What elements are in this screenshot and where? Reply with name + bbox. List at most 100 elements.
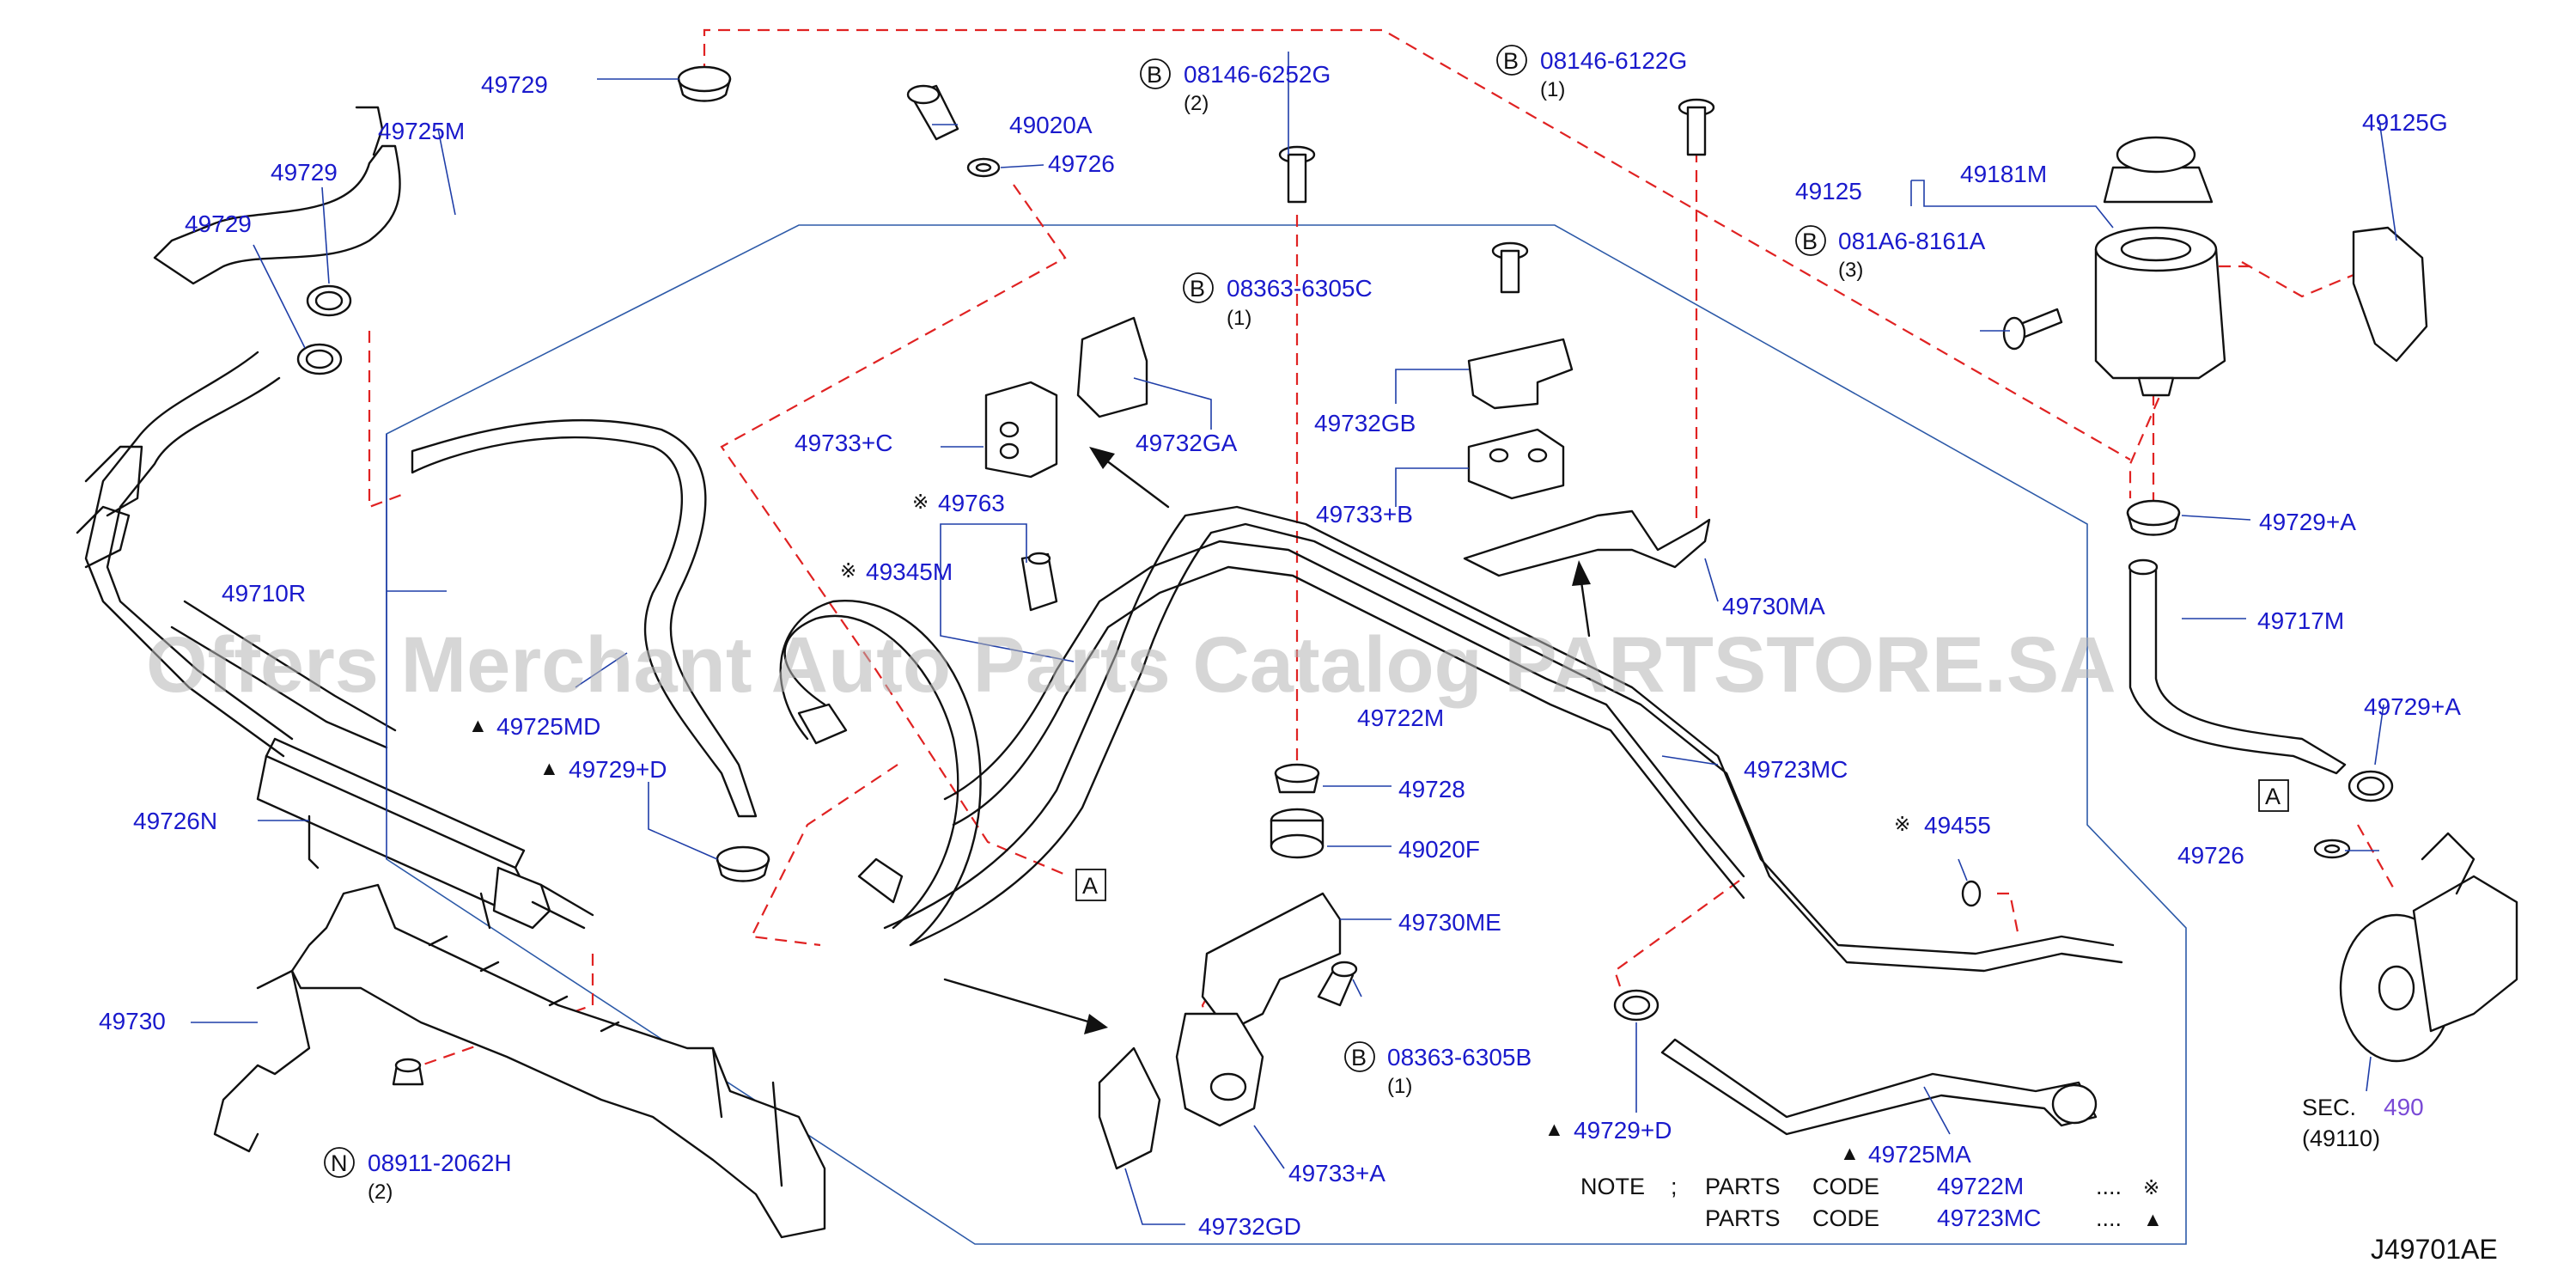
- clamp-49729-left: [296, 343, 343, 375]
- cap-49181M: [2103, 136, 2214, 204]
- clamp-49729-mid: [306, 284, 352, 317]
- label-49125G: 49125G: [2362, 109, 2448, 136]
- callout-number: 08146-6252G: [1184, 61, 1331, 88]
- clamp-49729-top: [677, 65, 732, 102]
- bolt-08146-6122G: [1678, 98, 1715, 156]
- callout-08146-6122G: B 08146-6122G (1): [1496, 45, 1687, 101]
- bolt-08363-6305C: [1491, 241, 1529, 294]
- label-49725M: 49725M: [378, 118, 465, 144]
- callout-letter: N: [331, 1150, 348, 1176]
- direction-arrows: [943, 447, 1591, 1034]
- label-49729-left: 49729: [185, 210, 252, 237]
- callout-letter: B: [1190, 276, 1205, 302]
- mount-49733B: [1467, 428, 1565, 500]
- note-separator: ;: [1671, 1174, 1678, 1199]
- label-49733B: 49733+B: [1316, 501, 1413, 528]
- note-row-1-dots: ....: [2096, 1174, 2122, 1199]
- bracket-49730MA: [1463, 509, 1711, 577]
- label-49725MA-group: ▲ 49725MA: [1840, 1141, 1971, 1168]
- note-row-1-value: 49722M: [1937, 1173, 2024, 1199]
- leader-lines: [191, 52, 2397, 1225]
- cooler-49726N: [256, 737, 594, 930]
- callout-number: 08363-6305B: [1387, 1044, 1532, 1071]
- clamp-49729A-low: [2348, 770, 2394, 802]
- clamp-49729A-top: [2126, 499, 2181, 536]
- bracket-49730: [213, 883, 826, 1239]
- note-row-2-code: CODE: [1812, 1205, 1879, 1231]
- note-row-2-symbol: ▲: [2143, 1208, 2163, 1230]
- triangle-symbol: ▲: [468, 714, 488, 736]
- pipe-49723MC: [943, 540, 1745, 900]
- bracket-49732GB: [1467, 338, 1574, 410]
- label-49730: 49730: [99, 1008, 166, 1034]
- reference-letter: A: [1082, 873, 1098, 899]
- watermark: Offers Merchant Auto Parts Catalog PARTS…: [146, 621, 2116, 709]
- callout-letter: B: [1147, 62, 1162, 88]
- callout-qty: (1): [1227, 307, 1251, 330]
- callout-number: 08911-2062H: [368, 1150, 512, 1176]
- label-49729D-mid: 49729+D: [569, 756, 667, 783]
- label-49729A-top: 49729+A: [2259, 509, 2356, 535]
- label-49455: 49455: [1924, 812, 1991, 839]
- bolt-08363-6305B: [1317, 961, 1358, 1007]
- note-title: NOTE: [1580, 1174, 1645, 1199]
- label-49717M: 49717M: [2257, 607, 2344, 634]
- bolt-callouts: B 08146-6252G (2) B 08146-6122G (1) B 08…: [324, 45, 1986, 1204]
- section-sub: (49110): [2302, 1126, 2380, 1151]
- label-49730ME: 49730ME: [1398, 909, 1501, 936]
- label-49020A: 49020A: [1009, 112, 1093, 138]
- clamp-49732GD: [1098, 1046, 1161, 1170]
- label-49726N: 49726N: [133, 808, 217, 834]
- note-row-1-symbol: ※: [2143, 1176, 2159, 1199]
- bolt-08146-6252G: [1278, 145, 1316, 204]
- callout-08146-6252G: B 08146-6252G (2): [1140, 58, 1331, 115]
- hose-49725MD: [411, 418, 758, 818]
- label-49733C: 49733+C: [795, 430, 892, 456]
- reference-box-left: A: [1075, 869, 1106, 901]
- cooler-pipe-49710R: [76, 351, 397, 758]
- label-49763: 49763: [938, 490, 1005, 516]
- callout-qty: (2): [368, 1180, 393, 1204]
- callout-number: 08146-6122G: [1540, 47, 1687, 74]
- callout-qty: (3): [1838, 259, 1863, 282]
- reference-letter: A: [2265, 784, 2281, 809]
- label-49725MD: 49725MD: [496, 713, 600, 740]
- section-reference: SEC. 490 (49110): [2302, 1094, 2424, 1151]
- triangle-symbol: ▲: [1544, 1118, 1564, 1140]
- bracket-49125G: [2352, 226, 2428, 363]
- label-49763-group: ※ 49763: [912, 490, 1005, 516]
- sensor-49763: [1020, 552, 1058, 612]
- pump-sec-490: [2339, 832, 2518, 1063]
- label-49181M: 49181M: [1960, 161, 2047, 187]
- label-49722M: 49722M: [1357, 705, 1444, 731]
- callout-qty: (1): [1387, 1075, 1412, 1098]
- clamp-49732GA: [1076, 316, 1148, 418]
- reservoir-49125: [2094, 226, 2226, 397]
- diagram-code: J49701AE: [2371, 1234, 2498, 1265]
- label-49729D-low: 49729+D: [1574, 1117, 1672, 1144]
- clamp-49729D-mid: [716, 845, 770, 882]
- bracket-49730ME: [1201, 892, 1342, 1033]
- label-49732GA: 49732GA: [1136, 430, 1238, 456]
- hose-49725M: [153, 106, 401, 285]
- callout-08363-6305B: B 08363-6305B (1): [1344, 1041, 1532, 1098]
- note-row-2-parts: PARTS: [1705, 1205, 1781, 1231]
- label-49729D-low-group: ▲ 49729+D: [1544, 1117, 1672, 1144]
- washer-49726-top: [966, 157, 1001, 178]
- label-49733A: 49733+A: [1288, 1160, 1385, 1187]
- washer-49726-right: [2313, 839, 2351, 859]
- label-49729-mid: 49729: [271, 159, 338, 186]
- callout-08911-2062H: N 08911-2062H (2): [324, 1147, 512, 1204]
- label-49732GD: 49732GD: [1198, 1213, 1301, 1240]
- label-49723MC: 49723MC: [1744, 756, 1848, 783]
- label-49728: 49728: [1398, 776, 1465, 802]
- bolt-081A6-8161A: [2002, 308, 2063, 351]
- callout-08363-6305C: B 08363-6305C (1): [1183, 272, 1373, 330]
- callout-qty: (2): [1184, 92, 1209, 115]
- label-49345M: 49345M: [866, 558, 953, 585]
- note-row-2-value: 49723MC: [1937, 1205, 2041, 1231]
- clamp-49729D-low: [1613, 989, 1659, 1022]
- callout-letter: B: [1503, 48, 1519, 74]
